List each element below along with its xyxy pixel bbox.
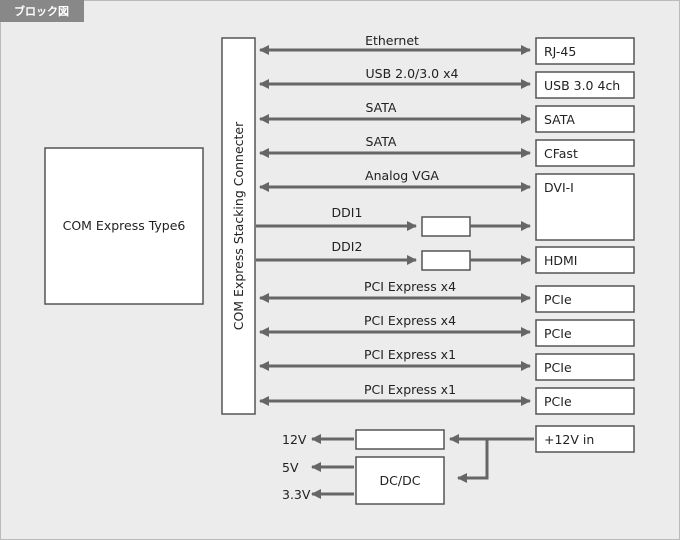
ddi2-converter (421, 250, 471, 271)
diagram-tab-label: ブロック図 (14, 4, 69, 18)
pcie-1-port-label: PCIe (544, 292, 572, 307)
pcie-4-port-label: PCIe (544, 394, 572, 409)
vga-label: Analog VGA (365, 168, 439, 183)
dcdc-box (355, 456, 445, 505)
dvi-port (535, 173, 635, 241)
connector-box (221, 37, 256, 415)
pcie-3-port-label: PCIe (544, 360, 572, 375)
usb-port (535, 71, 635, 99)
pcie-1-label: PCI Express x4 (364, 279, 456, 294)
pcie-4-label: PCI Express x1 (364, 382, 456, 397)
ethernet-label: Ethernet (365, 33, 419, 48)
com-module-box (44, 147, 204, 305)
rj45-port (535, 37, 635, 65)
pcie-1-port (535, 285, 635, 313)
pcie-2-label: PCI Express x4 (364, 313, 456, 328)
hdmi-port (535, 246, 635, 274)
hdmi-port-label: HDMI (544, 253, 578, 268)
diagram-tab (0, 0, 84, 22)
pcie-2-port (535, 319, 635, 347)
pcie-3-label: PCI Express x1 (364, 347, 456, 362)
ddi2-label: DDI2 (332, 239, 363, 254)
com-module-label: COM Express Type6 (63, 218, 186, 233)
rj45-port-label: RJ-45 (544, 44, 576, 59)
dvi-port-label: DVI-I (544, 180, 574, 195)
usb-port-label: USB 3.0 4ch (544, 78, 620, 93)
out-5v-label: 5V (282, 460, 299, 475)
power-input-box (535, 425, 635, 453)
out-3v3-label: 3.3V (282, 487, 311, 502)
cfast-port (535, 139, 635, 167)
ddi1-converter (421, 216, 471, 237)
sata-port-label: SATA (544, 112, 575, 127)
sata-port (535, 105, 635, 133)
pcie-3-port (535, 353, 635, 381)
connector-label: COM Express Stacking Connecter (231, 121, 246, 330)
sata-cfast-label: SATA (366, 134, 397, 149)
ddi1-label: DDI1 (332, 205, 363, 220)
cfast-port-label: CFast (544, 146, 578, 161)
pcie-2-port-label: PCIe (544, 326, 572, 341)
power-input-label: +12V in (544, 432, 594, 447)
usb-label: USB 2.0/3.0 x4 (366, 66, 459, 81)
pcie-4-port (535, 387, 635, 415)
out-12v-label: 12V (282, 432, 307, 447)
power-to-dcdc-arrow (457, 439, 489, 483)
power-switch-box (355, 429, 445, 450)
dcdc-label: DC/DC (380, 473, 421, 488)
sata-label: SATA (366, 100, 397, 115)
